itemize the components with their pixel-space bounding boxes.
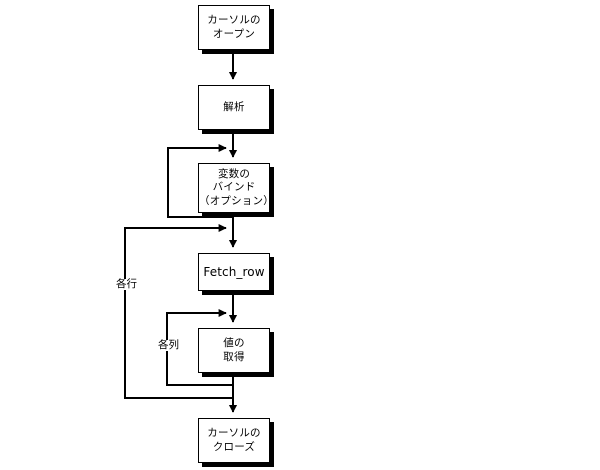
node-bind-variables-label: 変数の バインド （オプション） bbox=[199, 168, 274, 207]
node-parse[interactable]: 解析 bbox=[198, 85, 270, 130]
node-fetch-row-label: Fetch_row bbox=[203, 264, 265, 279]
node-cursor-open-label: カーソルの オープン bbox=[207, 14, 261, 40]
node-fetch-row[interactable]: Fetch_row bbox=[198, 253, 270, 291]
node-bind-variables[interactable]: 変数の バインド （オプション） bbox=[198, 163, 274, 213]
connector-rebind-loop bbox=[167, 144, 233, 218]
loop-label-each-column: 各列 bbox=[157, 339, 180, 351]
node-get-value[interactable]: 値の 取得 bbox=[198, 328, 270, 373]
node-get-value-label: 値の 取得 bbox=[223, 337, 245, 363]
connector-each-row-loop bbox=[124, 224, 233, 399]
node-cursor-open[interactable]: カーソルの オープン bbox=[198, 5, 270, 50]
node-cursor-close-label: カーソルの クローズ bbox=[207, 427, 261, 453]
node-cursor-close[interactable]: カーソルの クローズ bbox=[198, 418, 270, 463]
node-parse-label: 解析 bbox=[223, 100, 245, 113]
loop-label-each-row: 各行 bbox=[115, 278, 138, 290]
